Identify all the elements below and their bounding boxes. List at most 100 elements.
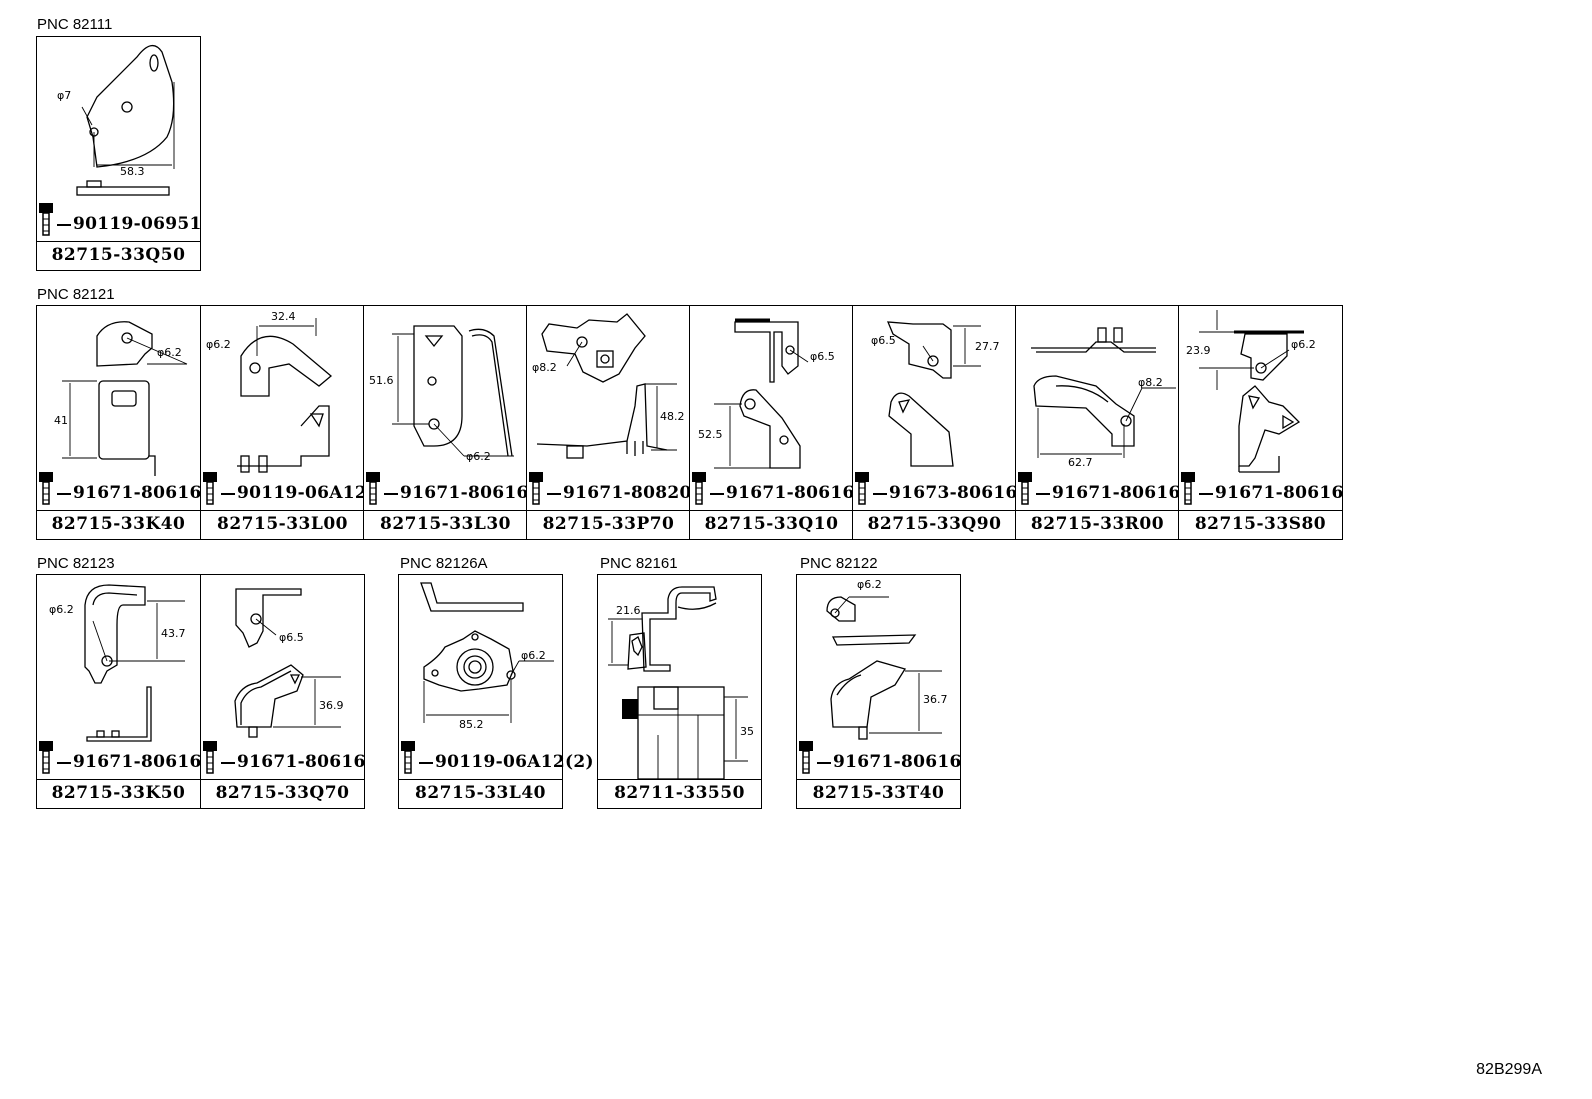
dim-diameter: φ6.5 xyxy=(279,631,304,644)
part-cell-82715-33k40[interactable]: φ6.2 41 91671-80616 82715-33K40 xyxy=(36,305,201,540)
dim-height-2: 35 xyxy=(740,725,754,738)
pnc-heading-82122: PNC 82122 xyxy=(800,555,878,572)
part-number[interactable]: 82715-33K50 xyxy=(37,779,200,808)
bracket-drawing xyxy=(234,588,341,738)
part-cell-82715-33l00[interactable]: φ6.2 32.4 90119-06A12 82715-33L00 xyxy=(200,305,367,540)
part-number[interactable]: 82715-33Q10 xyxy=(690,510,853,539)
bolt-part-number[interactable]: 91671-80616 xyxy=(221,752,366,772)
part-cell-82715-33l30[interactable]: 51.6 φ6.2 91671-80616 82715-33L30 xyxy=(363,305,528,540)
dim-width: 62.7 xyxy=(1068,456,1093,469)
bolt-part-number[interactable]: 91671-80616 xyxy=(817,752,962,772)
bolt-icon xyxy=(39,203,53,236)
dim-diameter: φ6.2 xyxy=(49,603,74,616)
part-number[interactable]: 82715-33T40 xyxy=(797,779,960,808)
bolt-part-number[interactable]: 91671-80616 xyxy=(57,483,202,503)
dim-diameter: φ6.2 xyxy=(157,346,182,359)
bracket-drawing xyxy=(1199,310,1304,473)
bolt-part-number[interactable]: 90119-06951 xyxy=(57,214,202,234)
bolt-icon xyxy=(1018,472,1032,505)
dim-height: 43.7 xyxy=(161,627,186,640)
part-number[interactable]: 82715-33L40 xyxy=(399,779,562,808)
dim-diameter: φ8.2 xyxy=(1138,376,1163,389)
bolt-part-number[interactable]: 90119-06A12(2) xyxy=(419,752,594,772)
bolt-icon xyxy=(799,741,813,774)
bracket-drawing xyxy=(392,325,514,457)
bolt-icon xyxy=(855,472,869,505)
part-cell-82715-33q50[interactable]: φ7 58.3 90119-06951 82715-33Q50 xyxy=(36,36,201,271)
dim-length: 58.3 xyxy=(120,165,145,178)
dim-height: 36.9 xyxy=(319,699,344,712)
bracket-drawing xyxy=(76,45,175,196)
bolt-part-number[interactable]: 91671-80616 xyxy=(384,483,529,503)
bracket-drawing xyxy=(826,596,942,740)
part-cell-82715-33r00[interactable]: φ8.2 62.7 91671-80616 82715-33R00 xyxy=(1015,305,1180,540)
pnc-heading-82111: PNC 82111 xyxy=(37,16,113,33)
bolt-icon xyxy=(529,472,543,505)
dim-diameter: φ6.5 xyxy=(871,334,896,347)
bolt-part-number[interactable]: 91671-80616 xyxy=(57,752,202,772)
dim-diameter: φ6.2 xyxy=(1291,338,1316,351)
dim-height: 36.7 xyxy=(923,693,948,706)
dim-diameter: φ6.2 xyxy=(466,450,491,463)
dim-diameter: φ6.5 xyxy=(810,350,835,363)
part-cell-82715-33t40[interactable]: φ6.2 36.7 91671-80616 82715-33T40 xyxy=(796,574,961,809)
part-cell-82715-33k50[interactable]: φ6.2 43.7 91671-80616 82715-33K50 xyxy=(36,574,201,809)
part-cell-82715-33s80[interactable]: 23.9 φ6.2 91671-80616 82715-33S80 xyxy=(1178,305,1343,540)
dim-diameter: φ6.2 xyxy=(521,649,546,662)
bolt-icon xyxy=(692,472,706,505)
bolt-icon xyxy=(401,741,415,774)
dim-height: 48.2 xyxy=(660,410,685,423)
part-cell-82715-33q90[interactable]: φ6.5 27.7 91673-80616 82715-33Q90 xyxy=(852,305,1017,540)
part-number[interactable]: 82711-33550 xyxy=(598,779,761,808)
dim-width: 32.4 xyxy=(271,310,296,323)
part-number[interactable]: 82715-33Q50 xyxy=(37,241,200,270)
pnc-heading-82123: PNC 82123 xyxy=(37,555,115,572)
pnc-heading-82121: PNC 82121 xyxy=(37,286,115,303)
bolt-icon xyxy=(366,472,380,505)
part-number[interactable]: 82715-33L00 xyxy=(201,510,364,539)
bracket-drawing xyxy=(420,582,554,723)
part-cell-82715-33l40[interactable]: φ6.2 85.2 90119-06A12(2) 82715-33L40 xyxy=(398,574,594,809)
dim-height: 41 xyxy=(54,414,68,427)
dim-diameter: φ8.2 xyxy=(532,361,557,374)
dim-diameter: φ6.2 xyxy=(857,578,882,591)
part-number[interactable]: 82715-33Q70 xyxy=(201,779,364,808)
bolt-part-number[interactable]: 91671-80616 xyxy=(710,483,855,503)
dim-height: 23.9 xyxy=(1186,344,1211,357)
bolt-icon xyxy=(203,472,217,505)
bolt-icon xyxy=(39,741,53,774)
diagram-reference-code: 82B299A xyxy=(1476,1061,1542,1078)
bolt-icon xyxy=(1181,472,1195,505)
part-number[interactable]: 82715-33Q90 xyxy=(853,510,1016,539)
bracket-drawing xyxy=(84,584,185,742)
bracket-drawing xyxy=(886,321,981,467)
bracket-drawing xyxy=(1031,327,1176,458)
bracket-drawing xyxy=(237,318,333,473)
part-cell-82715-33q70[interactable]: φ6.5 36.9 91671-80616 82715-33Q70 xyxy=(200,574,365,809)
pnc-heading-82161: PNC 82161 xyxy=(600,555,678,572)
part-cell-82715-33q10[interactable]: φ6.5 52.5 91671-80616 82715-33Q10 xyxy=(689,305,854,540)
part-number[interactable]: 82715-33K40 xyxy=(37,510,200,539)
part-number[interactable]: 82715-33R00 xyxy=(1016,510,1179,539)
bolt-part-number[interactable]: 91673-80616 xyxy=(873,483,1018,503)
pnc-heading-82126a: PNC 82126A xyxy=(400,555,488,572)
dim-diameter: φ7 xyxy=(57,89,72,102)
bolt-part-number[interactable]: 90119-06A12 xyxy=(221,483,367,503)
bolt-part-number[interactable]: 91671-80616 xyxy=(1036,483,1181,503)
part-cell-82711-33550[interactable]: 21.6 35 82711-33550 xyxy=(597,574,762,809)
bolt-icon xyxy=(203,741,217,774)
part-number[interactable]: 82715-33P70 xyxy=(527,510,690,539)
dim-width: 85.2 xyxy=(459,718,484,731)
dim-height: 51.6 xyxy=(369,374,394,387)
bracket-drawing xyxy=(714,318,809,469)
dim-height: 52.5 xyxy=(698,428,723,441)
bolt-part-number[interactable]: 91671-80820 xyxy=(547,483,692,503)
dim-height: 21.6 xyxy=(616,604,641,617)
dim-height: 27.7 xyxy=(975,340,1000,353)
part-cell-82715-33p70[interactable]: φ8.2 48.2 91671-80820 82715-33P70 xyxy=(526,305,691,540)
bolt-part-number[interactable]: 91671-80616 xyxy=(1199,483,1344,503)
part-number[interactable]: 82715-33S80 xyxy=(1179,510,1342,539)
bracket-drawing xyxy=(62,321,188,476)
bracket-drawing xyxy=(536,313,677,459)
part-number[interactable]: 82715-33L30 xyxy=(364,510,527,539)
